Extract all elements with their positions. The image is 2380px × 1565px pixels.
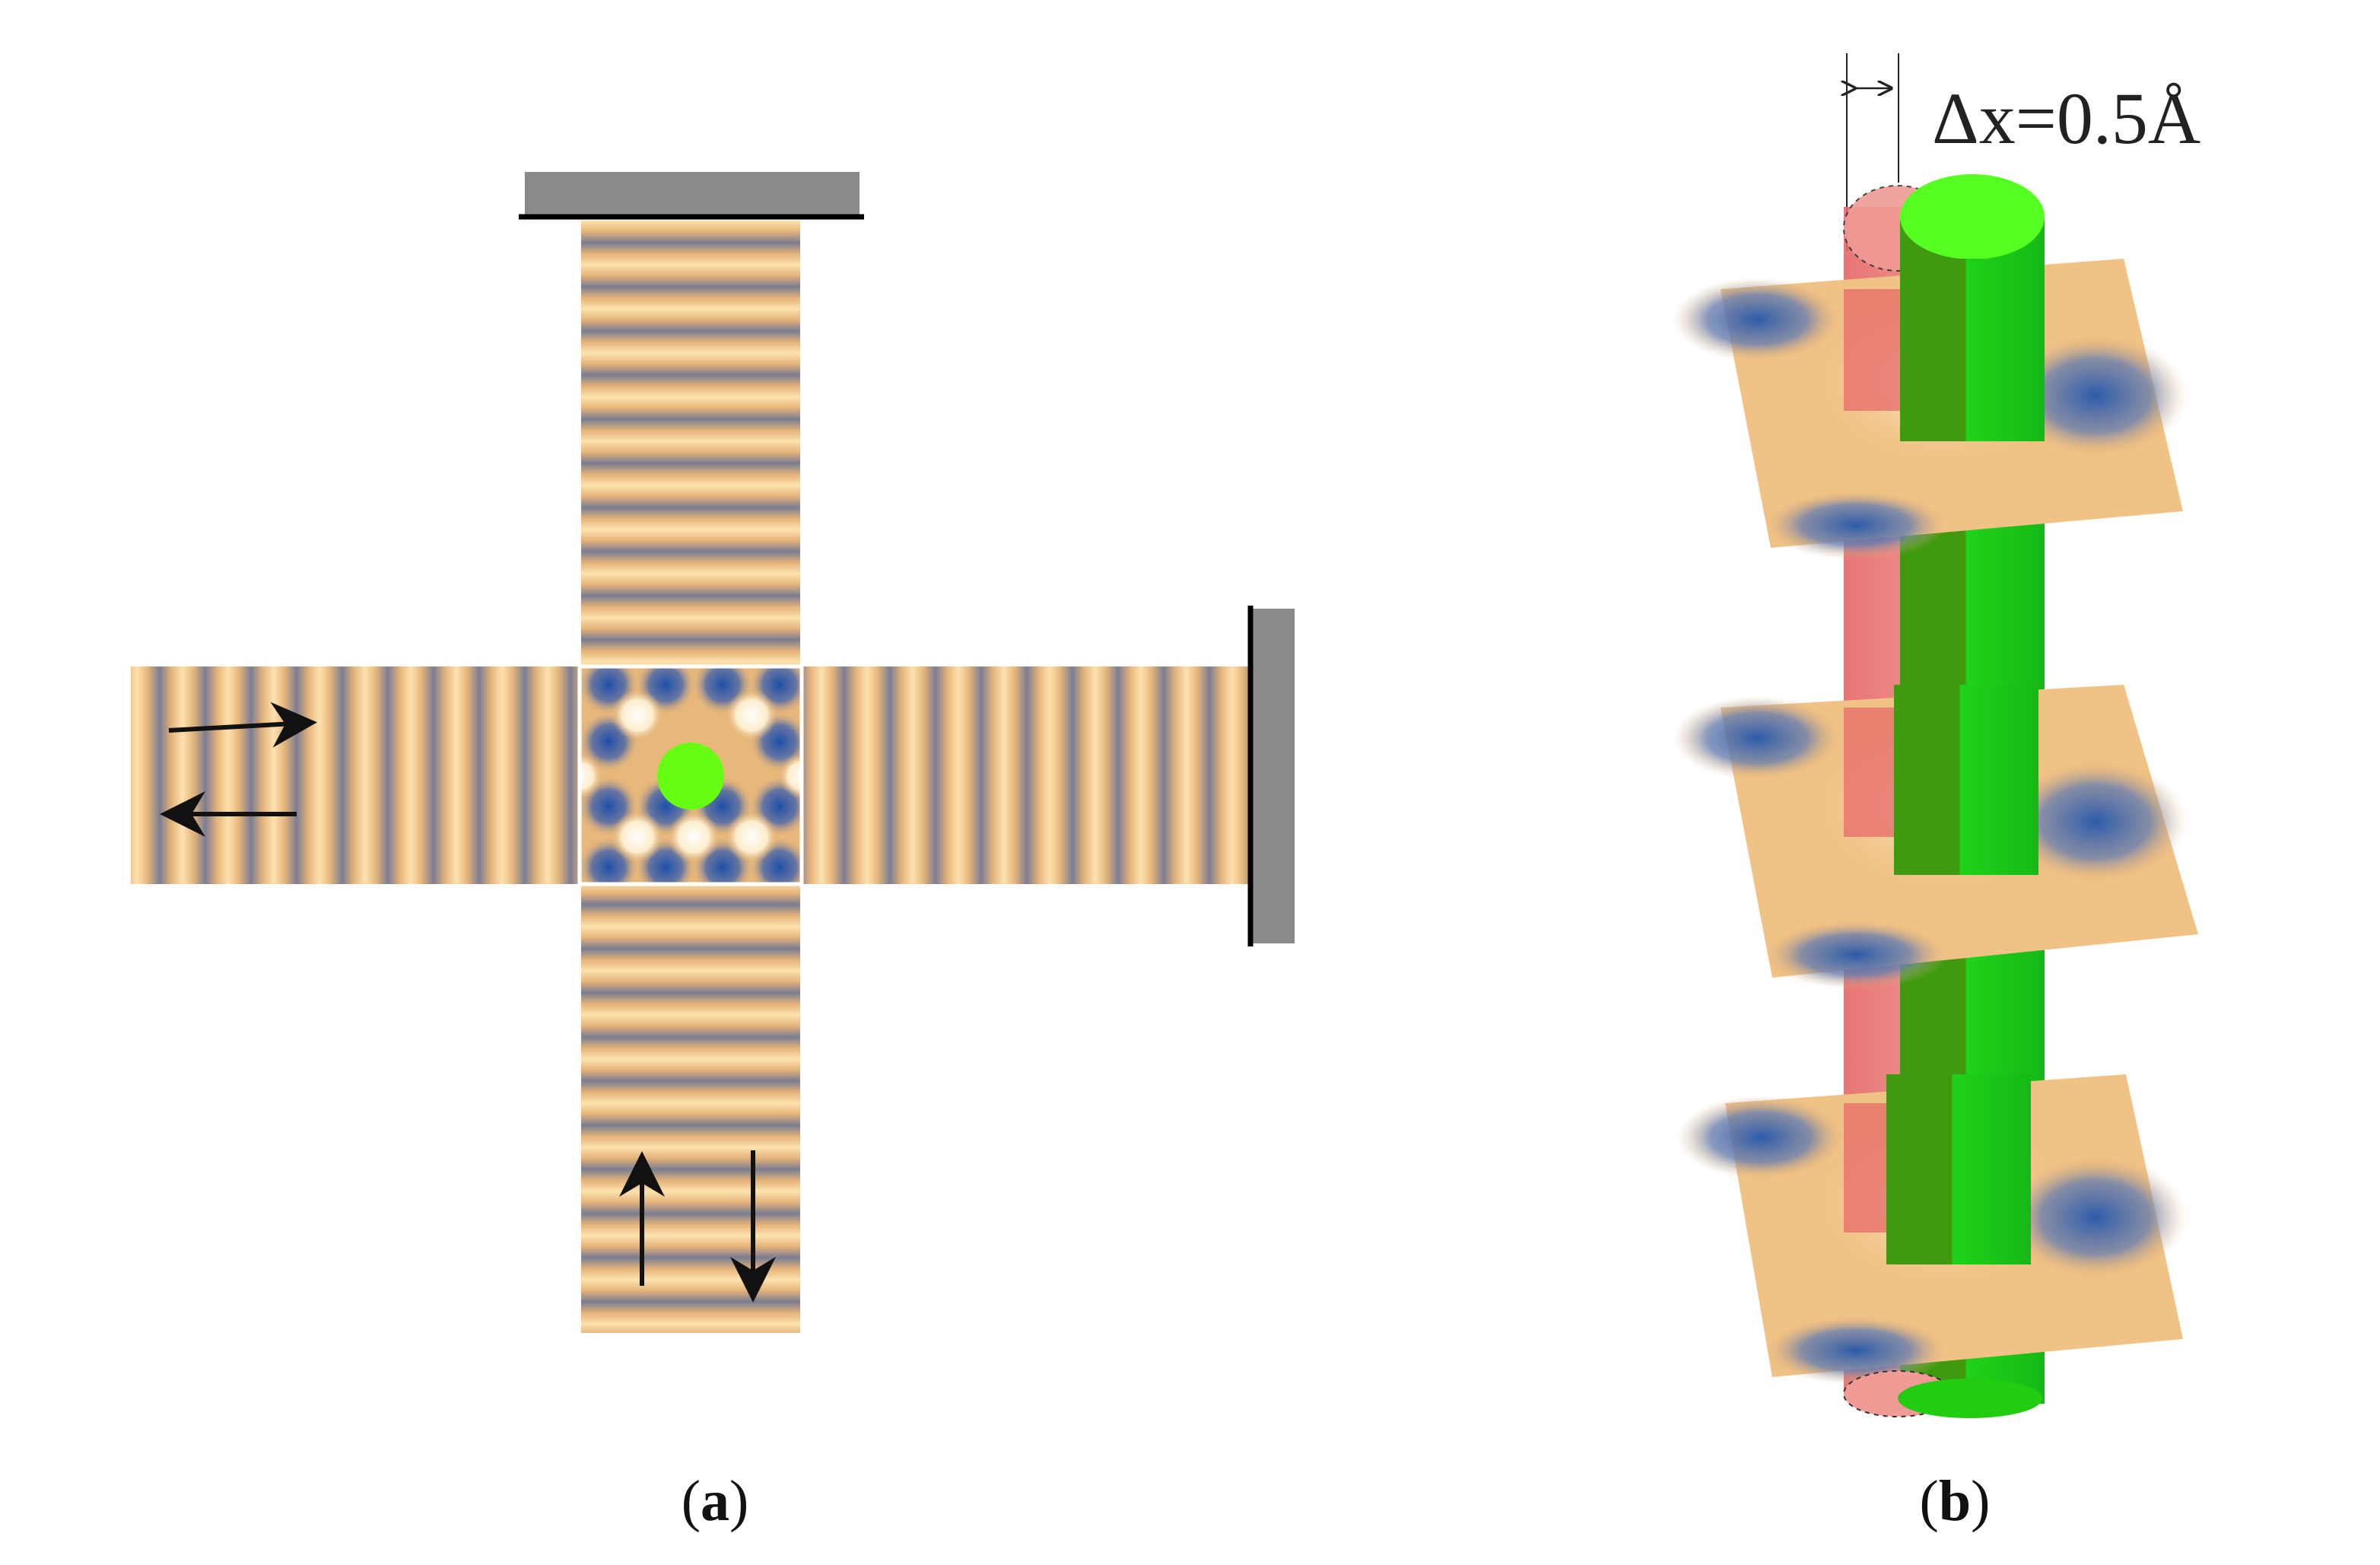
green-cylinder-segment-3: [1886, 1074, 2031, 1264]
panel-a: (a): [131, 172, 1295, 1533]
green-cylinder-bottom: [1898, 1379, 2042, 1418]
vertical-arm-top: [581, 221, 800, 666]
horizontal-arm-right: [803, 666, 1250, 884]
red-cylinder-segment-1: [1844, 289, 1902, 411]
lattice-white-spots: [580, 689, 802, 863]
top-mirror: [525, 172, 860, 218]
caption-a-letter: a: [701, 1469, 729, 1533]
lattice-border: [577, 664, 804, 886]
displacement-label: Δx=0.5Å: [1932, 78, 2200, 159]
panel-b: Δx=0.5Å: [1673, 53, 2200, 1533]
green-cylinder-segment-1: [1900, 259, 2045, 441]
caption-a: (a): [682, 1469, 749, 1533]
green-cylinder-top: [1900, 174, 2045, 259]
arrow-right-icon: [168, 701, 317, 748]
optical-lattice-center: [580, 666, 802, 884]
green-cylinder-segment-2: [1894, 685, 2038, 875]
horizontal-arm-left: [131, 666, 578, 884]
caption-b-letter: b: [1939, 1469, 1971, 1533]
caption-b: (b): [1920, 1469, 1991, 1533]
atom-dot: [657, 743, 724, 810]
right-mirror: [1252, 609, 1295, 943]
vertical-arm-bottom: [581, 884, 800, 1333]
red-cylinder-segment-2: [1844, 708, 1902, 837]
